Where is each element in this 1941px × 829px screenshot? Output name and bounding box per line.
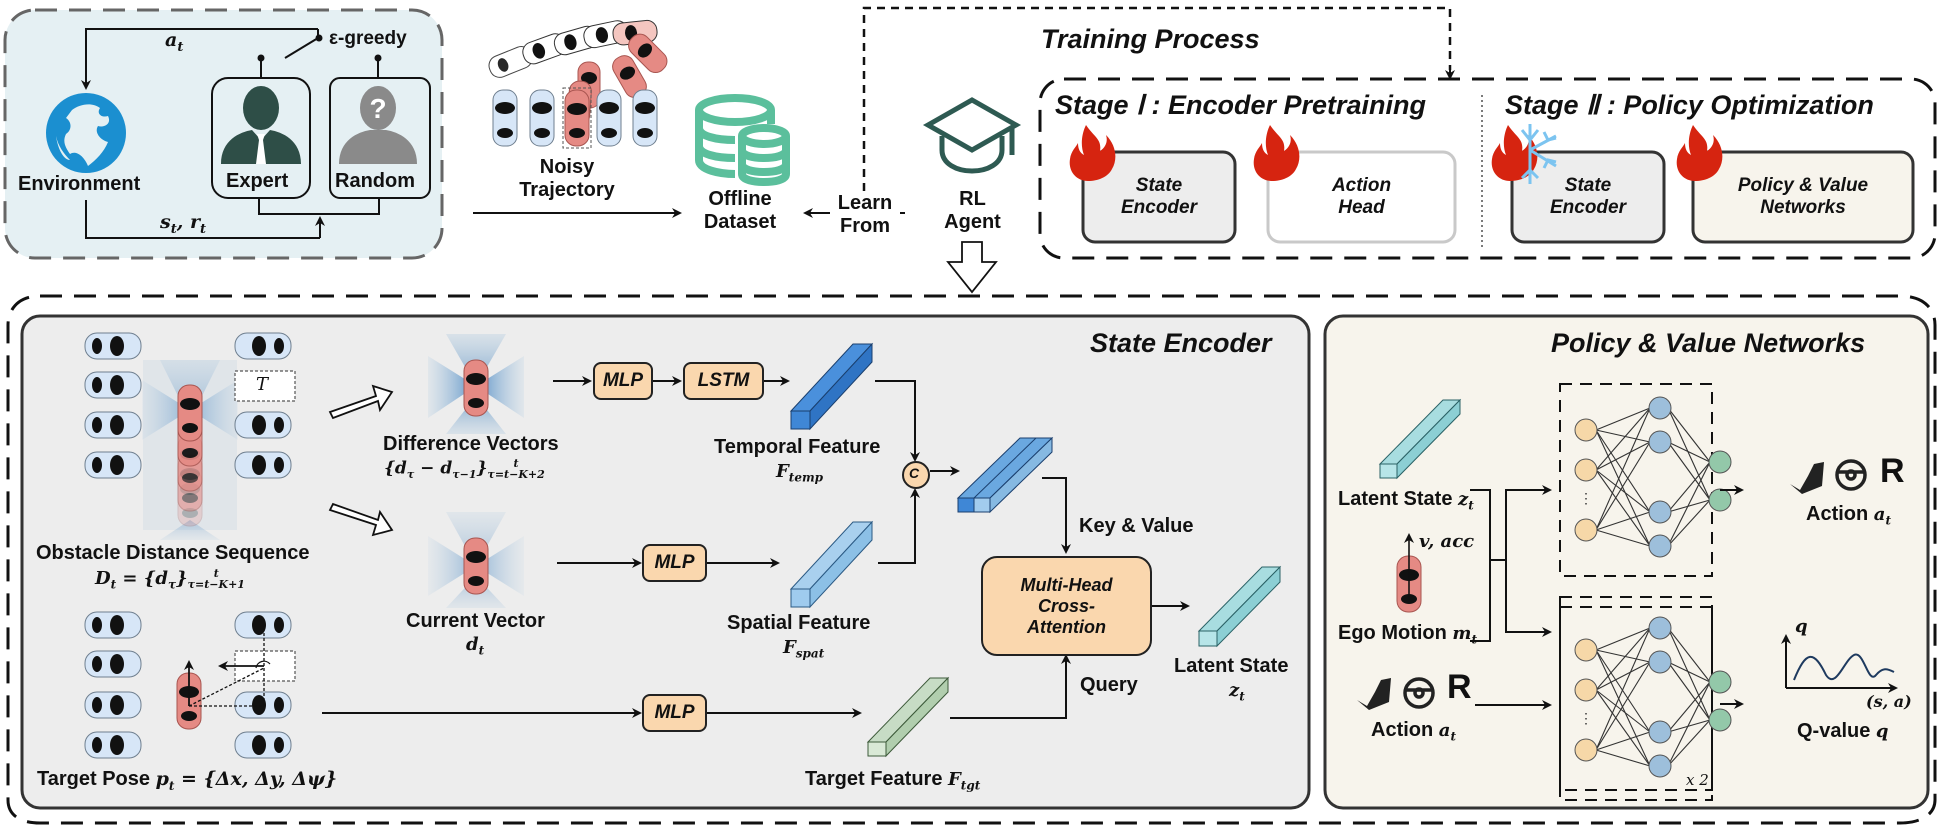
hollow-arrow-to-current xyxy=(328,502,394,537)
state-reward-label: st, rt xyxy=(160,211,206,237)
action-at-label: at xyxy=(165,29,184,55)
policy-latent-label: Latent State zt xyxy=(1338,488,1474,513)
random-label: Random xyxy=(335,170,415,192)
stage2-title: Stage Ⅱ : Policy Optimization xyxy=(1505,90,1874,120)
difference-vectors-label: Difference Vectors xyxy=(383,433,559,455)
concat-symbol: C xyxy=(909,465,920,481)
latent-state-formula: zt xyxy=(1229,680,1245,704)
ego-car-icon xyxy=(1396,533,1422,613)
mlp-block-target: MLP xyxy=(642,694,707,732)
obstacle-sequence-label: Obstacle Distance Sequence xyxy=(36,542,310,564)
globe-icon xyxy=(46,93,126,173)
policy-value-panel xyxy=(1323,314,1930,810)
svg-text:?: ? xyxy=(369,93,386,124)
pedal-icon xyxy=(1357,678,1391,710)
current-vector-illustration xyxy=(428,512,524,608)
unknown-person-icon: ? xyxy=(339,86,417,164)
q-value-plot xyxy=(1781,634,1898,693)
policy-network-box xyxy=(1559,383,1713,577)
spatial-feature-label: Spatial Feature xyxy=(727,612,871,634)
spatial-feature-bar xyxy=(789,520,874,609)
training-process-panel xyxy=(1038,77,1937,260)
expert-icon xyxy=(221,86,301,164)
value-network-box xyxy=(1559,606,1713,801)
epsilon-greedy-label: ε-greedy xyxy=(329,28,407,49)
concat-node xyxy=(902,461,930,489)
graduation-cap-icon xyxy=(922,97,1022,174)
target-feature-bar xyxy=(866,676,950,758)
repeat-count-label: x 2 xyxy=(1686,771,1709,789)
latent-state-label: Latent State xyxy=(1174,655,1289,677)
spatial-feature-formula: Fspat xyxy=(783,637,825,661)
training-process-title: Training Process xyxy=(1041,24,1260,54)
policy-latent-bar xyxy=(1378,398,1462,480)
target-feature-label: Target Feature Ftgt xyxy=(805,768,981,793)
key-value-label: Key & Value xyxy=(1079,515,1194,537)
ego-annotation: v, acc xyxy=(1419,531,1475,552)
action-input-label: Action at xyxy=(1371,719,1456,744)
difference-vector-illustration xyxy=(428,334,524,434)
database-icon xyxy=(695,94,790,187)
latent-state-bar xyxy=(1197,565,1282,648)
action-output-label: Action at xyxy=(1806,503,1891,528)
steering-wheel-icon xyxy=(1835,459,1867,491)
target-slot-marker: T xyxy=(256,374,269,395)
frozen-snowflake-icon xyxy=(1520,124,1557,184)
environment-label: Environment xyxy=(18,173,141,195)
q-axis-x-label: (s, a) xyxy=(1866,692,1912,711)
hollow-arrow-to-diff xyxy=(328,384,394,420)
q-axis-y-label: q xyxy=(1795,616,1808,637)
target-pose-illustration xyxy=(84,611,296,759)
ego-motion-label: Ego Motion mt xyxy=(1338,622,1478,647)
architecture-panel xyxy=(6,294,1937,825)
temporal-feature-label: Temporal Feature xyxy=(714,436,881,458)
query-label: Query xyxy=(1080,674,1138,696)
reverse-gear-icon: R xyxy=(1880,452,1905,490)
state-encoder-title: State Encoder xyxy=(1090,328,1272,358)
noisy-trajectory-illustration xyxy=(488,19,668,149)
hollow-down-arrow xyxy=(946,241,998,294)
pedal-icon xyxy=(1790,462,1824,494)
current-vector-formula: dt xyxy=(466,634,485,658)
policy-value-title: Policy & Value Networks xyxy=(1551,328,1866,358)
target-pose-label: Target Pose pt = {Δx, Δy, Δψ} xyxy=(37,768,338,793)
temporal-feature-bar xyxy=(789,342,874,431)
expert-box xyxy=(211,77,311,199)
mlp-block-spatial: MLP xyxy=(642,544,707,582)
stage1-title: Stage Ⅰ : Encoder Pretraining xyxy=(1055,90,1427,120)
mlp-block-temporal: MLP xyxy=(593,362,653,400)
temporal-feature-formula: Ftemp xyxy=(776,461,824,485)
concatenated-feature-bar xyxy=(956,436,1054,514)
obstacle-sequence-illustration xyxy=(84,332,296,540)
current-vector-label: Current Vector xyxy=(406,610,545,632)
q-value-label: Q-value q xyxy=(1797,720,1889,742)
expert-label: Expert xyxy=(226,170,289,192)
reverse-gear-icon: R xyxy=(1447,668,1472,706)
steering-wheel-icon xyxy=(1403,677,1435,709)
lstm-block: LSTM xyxy=(683,362,764,400)
